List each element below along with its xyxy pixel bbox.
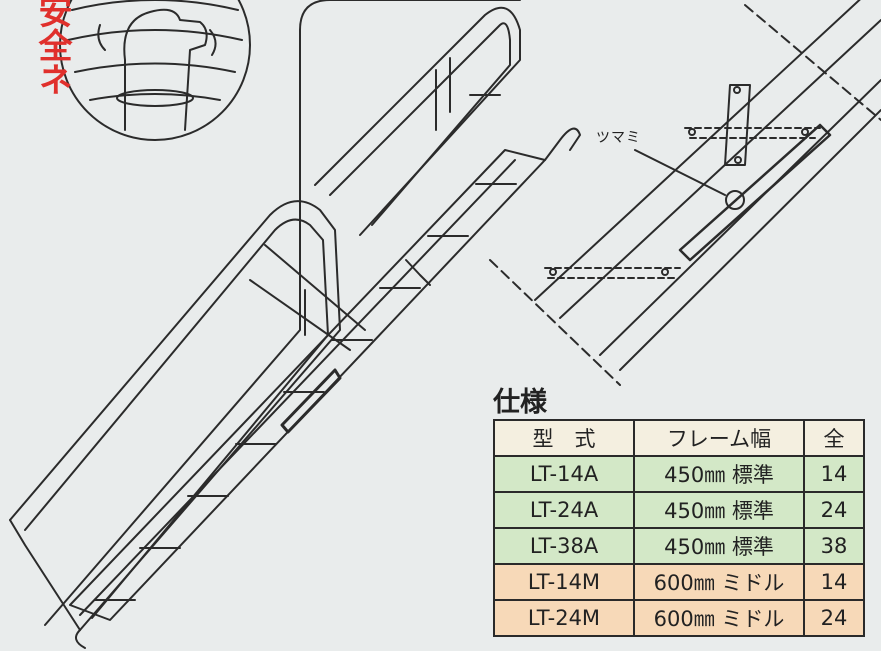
cell-model: LT-14A — [493, 455, 635, 493]
header-total: 全 — [803, 419, 865, 457]
table-row: LT-14M 600㎜ ミドル 14 — [493, 563, 865, 601]
front-handrail — [9, 200, 366, 631]
cell-total: 14 — [803, 563, 865, 601]
cell-model: LT-14M — [493, 563, 635, 601]
spec-section-title: 仕様 — [493, 387, 547, 418]
header-frame-width: フレーム幅 — [633, 419, 805, 457]
rear-handrail — [44, 0, 521, 626]
table-row: LT-14A 450㎜ 標準 14 — [493, 455, 865, 493]
table-row: LT-38A 450㎜ 標準 38 — [493, 527, 865, 565]
spec-table: 型 式 フレーム幅 全 LT-14A 450㎜ 標準 14 LT-24A 450… — [493, 419, 865, 637]
cell-total: 24 — [803, 491, 865, 529]
cell-frame-width: 450㎜ 標準 — [633, 455, 805, 493]
cell-total: 14 — [803, 455, 865, 493]
cell-frame-width: 600㎜ ミドル — [633, 563, 805, 601]
cell-frame-width: 450㎜ 標準 — [633, 527, 805, 565]
cell-total: 38 — [803, 527, 865, 565]
cell-total: 24 — [803, 599, 865, 637]
knob-callout-label: ツマミ — [596, 130, 641, 146]
safety-side-text: 安全ネ — [32, 0, 72, 96]
table-row: LT-24A 450㎜ 標準 24 — [493, 491, 865, 529]
cell-frame-width: 600㎜ ミドル — [633, 599, 805, 637]
cell-model: LT-24A — [493, 491, 635, 529]
spec-header-row: 型 式 フレーム幅 全 — [493, 419, 865, 457]
table-row: LT-24M 600㎜ ミドル 24 — [493, 599, 865, 637]
header-model: 型 式 — [493, 419, 635, 457]
hinge-detail-drawing — [489, 0, 881, 386]
ladder-stringers — [69, 127, 581, 649]
cell-model: LT-24M — [493, 599, 635, 637]
cell-model: LT-38A — [493, 527, 635, 565]
hand-grip-detail-circle — [59, 0, 251, 141]
cell-frame-width: 450㎜ 標準 — [633, 491, 805, 529]
